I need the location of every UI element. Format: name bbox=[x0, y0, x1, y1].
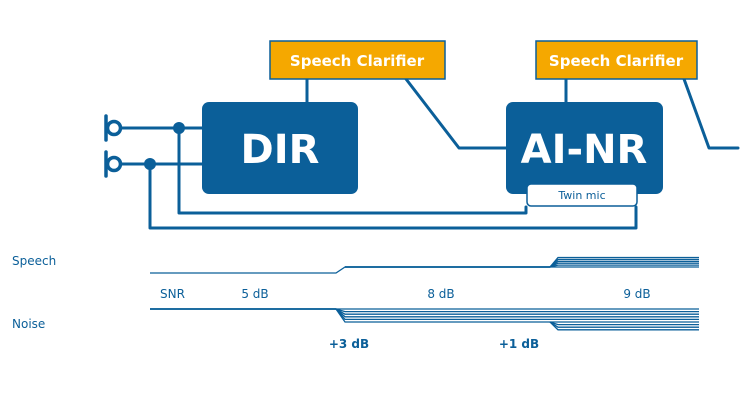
speech-clarifier-box-1: Speech Clarifier bbox=[269, 40, 446, 80]
speech-level-lines bbox=[150, 256, 699, 274]
signal-connections bbox=[119, 77, 740, 230]
snr-value-1: 5 dB bbox=[241, 287, 268, 301]
ai-nr-block: AI-NR bbox=[506, 102, 663, 194]
microphone-icon bbox=[104, 150, 123, 178]
noise-level-lines bbox=[150, 308, 699, 331]
dir-to-ai-nr-wire bbox=[404, 77, 510, 150]
ai-nr-label: AI-NR bbox=[521, 127, 648, 173]
noise-level-line bbox=[150, 308, 699, 323]
gain-step-2: +1 dB bbox=[499, 337, 539, 351]
speech-clarifier-box-2: Speech Clarifier bbox=[535, 40, 698, 80]
snr-value-3: 9 dB bbox=[623, 287, 650, 301]
noise-level-label: Noise bbox=[12, 317, 45, 331]
ai-nr-output-wire bbox=[682, 77, 740, 150]
speech-level-line bbox=[345, 260, 699, 268]
twin-mic-feed-2 bbox=[148, 162, 638, 230]
gain-step-1: +3 dB bbox=[329, 337, 369, 351]
twin-mic-feed-1 bbox=[177, 126, 528, 215]
noise-level-line bbox=[150, 308, 699, 318]
twin-mic-tag: Twin mic bbox=[526, 183, 638, 207]
noise-level-line bbox=[549, 321, 699, 326]
junction-dot-1 bbox=[173, 122, 185, 134]
noise-level-line bbox=[549, 321, 699, 331]
snr-label: SNR bbox=[160, 287, 185, 301]
junction-dot-2 bbox=[144, 158, 156, 170]
snr-value-2: 8 dB bbox=[427, 287, 454, 301]
dir-block: DIR bbox=[202, 102, 358, 194]
twin-mic-label: Twin mic bbox=[557, 189, 605, 202]
speech-level-line bbox=[345, 256, 699, 268]
speech-level-label: Speech bbox=[12, 254, 56, 268]
speech-level-line bbox=[150, 266, 699, 274]
microphone-icon bbox=[104, 114, 123, 142]
dir-label: DIR bbox=[241, 127, 320, 173]
speech-clarifier-label-2: Speech Clarifier bbox=[549, 52, 684, 70]
speech-clarifier-label-1: Speech Clarifier bbox=[290, 52, 425, 70]
